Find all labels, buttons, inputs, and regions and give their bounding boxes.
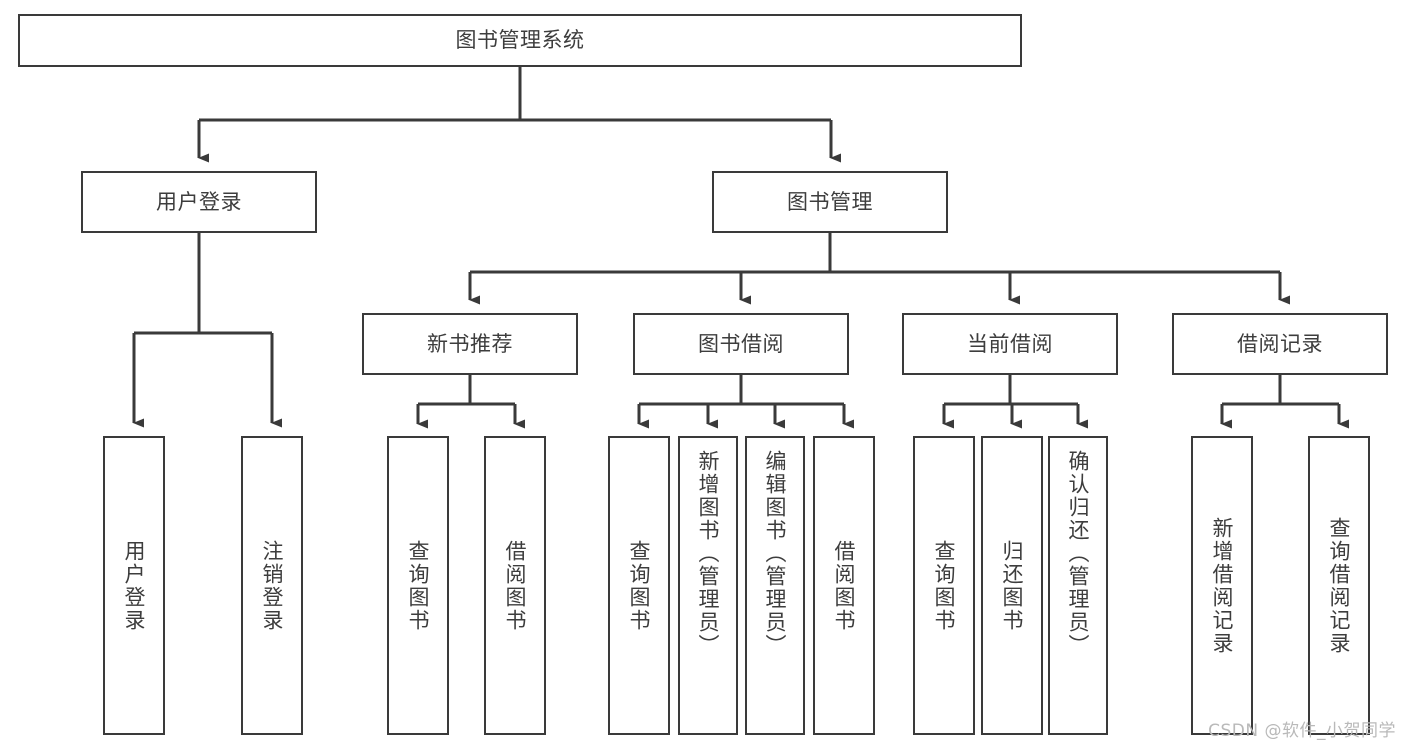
node-leaf-query-record-label: 查询借阅记录 [1327, 516, 1352, 655]
node-leaf-logout-label: 注销登录 [260, 539, 285, 632]
node-leaf-query-book-3-label: 查询图书 [932, 539, 957, 632]
node-book-borrow[interactable]: 图书借阅 [633, 313, 849, 375]
node-leaf-borrow-book-1-label: 借阅图书 [503, 539, 528, 632]
node-leaf-add-book-label: 新增图书（管理员） [696, 450, 721, 657]
node-leaf-query-book-3[interactable]: 查询图书 [913, 436, 975, 735]
node-leaf-query-book-1-label: 查询图书 [406, 539, 431, 632]
node-leaf-query-book-1[interactable]: 查询图书 [387, 436, 449, 735]
node-leaf-query-book-2[interactable]: 查询图书 [608, 436, 670, 735]
node-user-login[interactable]: 用户登录 [81, 171, 317, 233]
node-book-manage-label: 图书管理 [787, 189, 873, 214]
node-borrow-record[interactable]: 借阅记录 [1172, 313, 1388, 375]
node-leaf-add-record-label: 新增借阅记录 [1210, 516, 1235, 655]
node-leaf-borrow-book-2[interactable]: 借阅图书 [813, 436, 875, 735]
node-leaf-add-book[interactable]: 新增图书（管理员） [678, 436, 738, 735]
node-user-login-label: 用户登录 [156, 189, 242, 214]
node-leaf-borrow-book-2-label: 借阅图书 [832, 539, 857, 632]
node-root-label: 图书管理系统 [455, 28, 585, 53]
node-leaf-return-book[interactable]: 归还图书 [981, 436, 1043, 735]
node-leaf-query-record[interactable]: 查询借阅记录 [1308, 436, 1370, 735]
node-current-borrow-label: 当前借阅 [967, 331, 1053, 356]
node-root[interactable]: 图书管理系统 [18, 14, 1022, 67]
node-leaf-user-login[interactable]: 用户登录 [103, 436, 165, 735]
node-new-book-rec[interactable]: 新书推荐 [362, 313, 578, 375]
node-borrow-record-label: 借阅记录 [1237, 331, 1323, 356]
node-current-borrow[interactable]: 当前借阅 [902, 313, 1118, 375]
node-new-book-rec-label: 新书推荐 [427, 331, 513, 356]
node-leaf-add-record[interactable]: 新增借阅记录 [1191, 436, 1253, 735]
node-leaf-confirm-return[interactable]: 确认归还（管理员） [1048, 436, 1108, 735]
node-leaf-logout[interactable]: 注销登录 [241, 436, 303, 735]
node-leaf-confirm-return-label: 确认归还（管理员） [1066, 450, 1091, 657]
node-leaf-edit-book[interactable]: 编辑图书（管理员） [745, 436, 805, 735]
node-leaf-query-book-2-label: 查询图书 [627, 539, 652, 632]
node-leaf-edit-book-label: 编辑图书（管理员） [763, 450, 788, 657]
node-leaf-user-login-label: 用户登录 [122, 539, 147, 632]
node-leaf-borrow-book-1[interactable]: 借阅图书 [484, 436, 546, 735]
node-leaf-return-book-label: 归还图书 [1000, 539, 1025, 632]
node-book-borrow-label: 图书借阅 [698, 331, 784, 356]
node-book-manage[interactable]: 图书管理 [712, 171, 948, 233]
csdn-watermark: CSDN @软件_小贺同学 [1208, 721, 1396, 741]
